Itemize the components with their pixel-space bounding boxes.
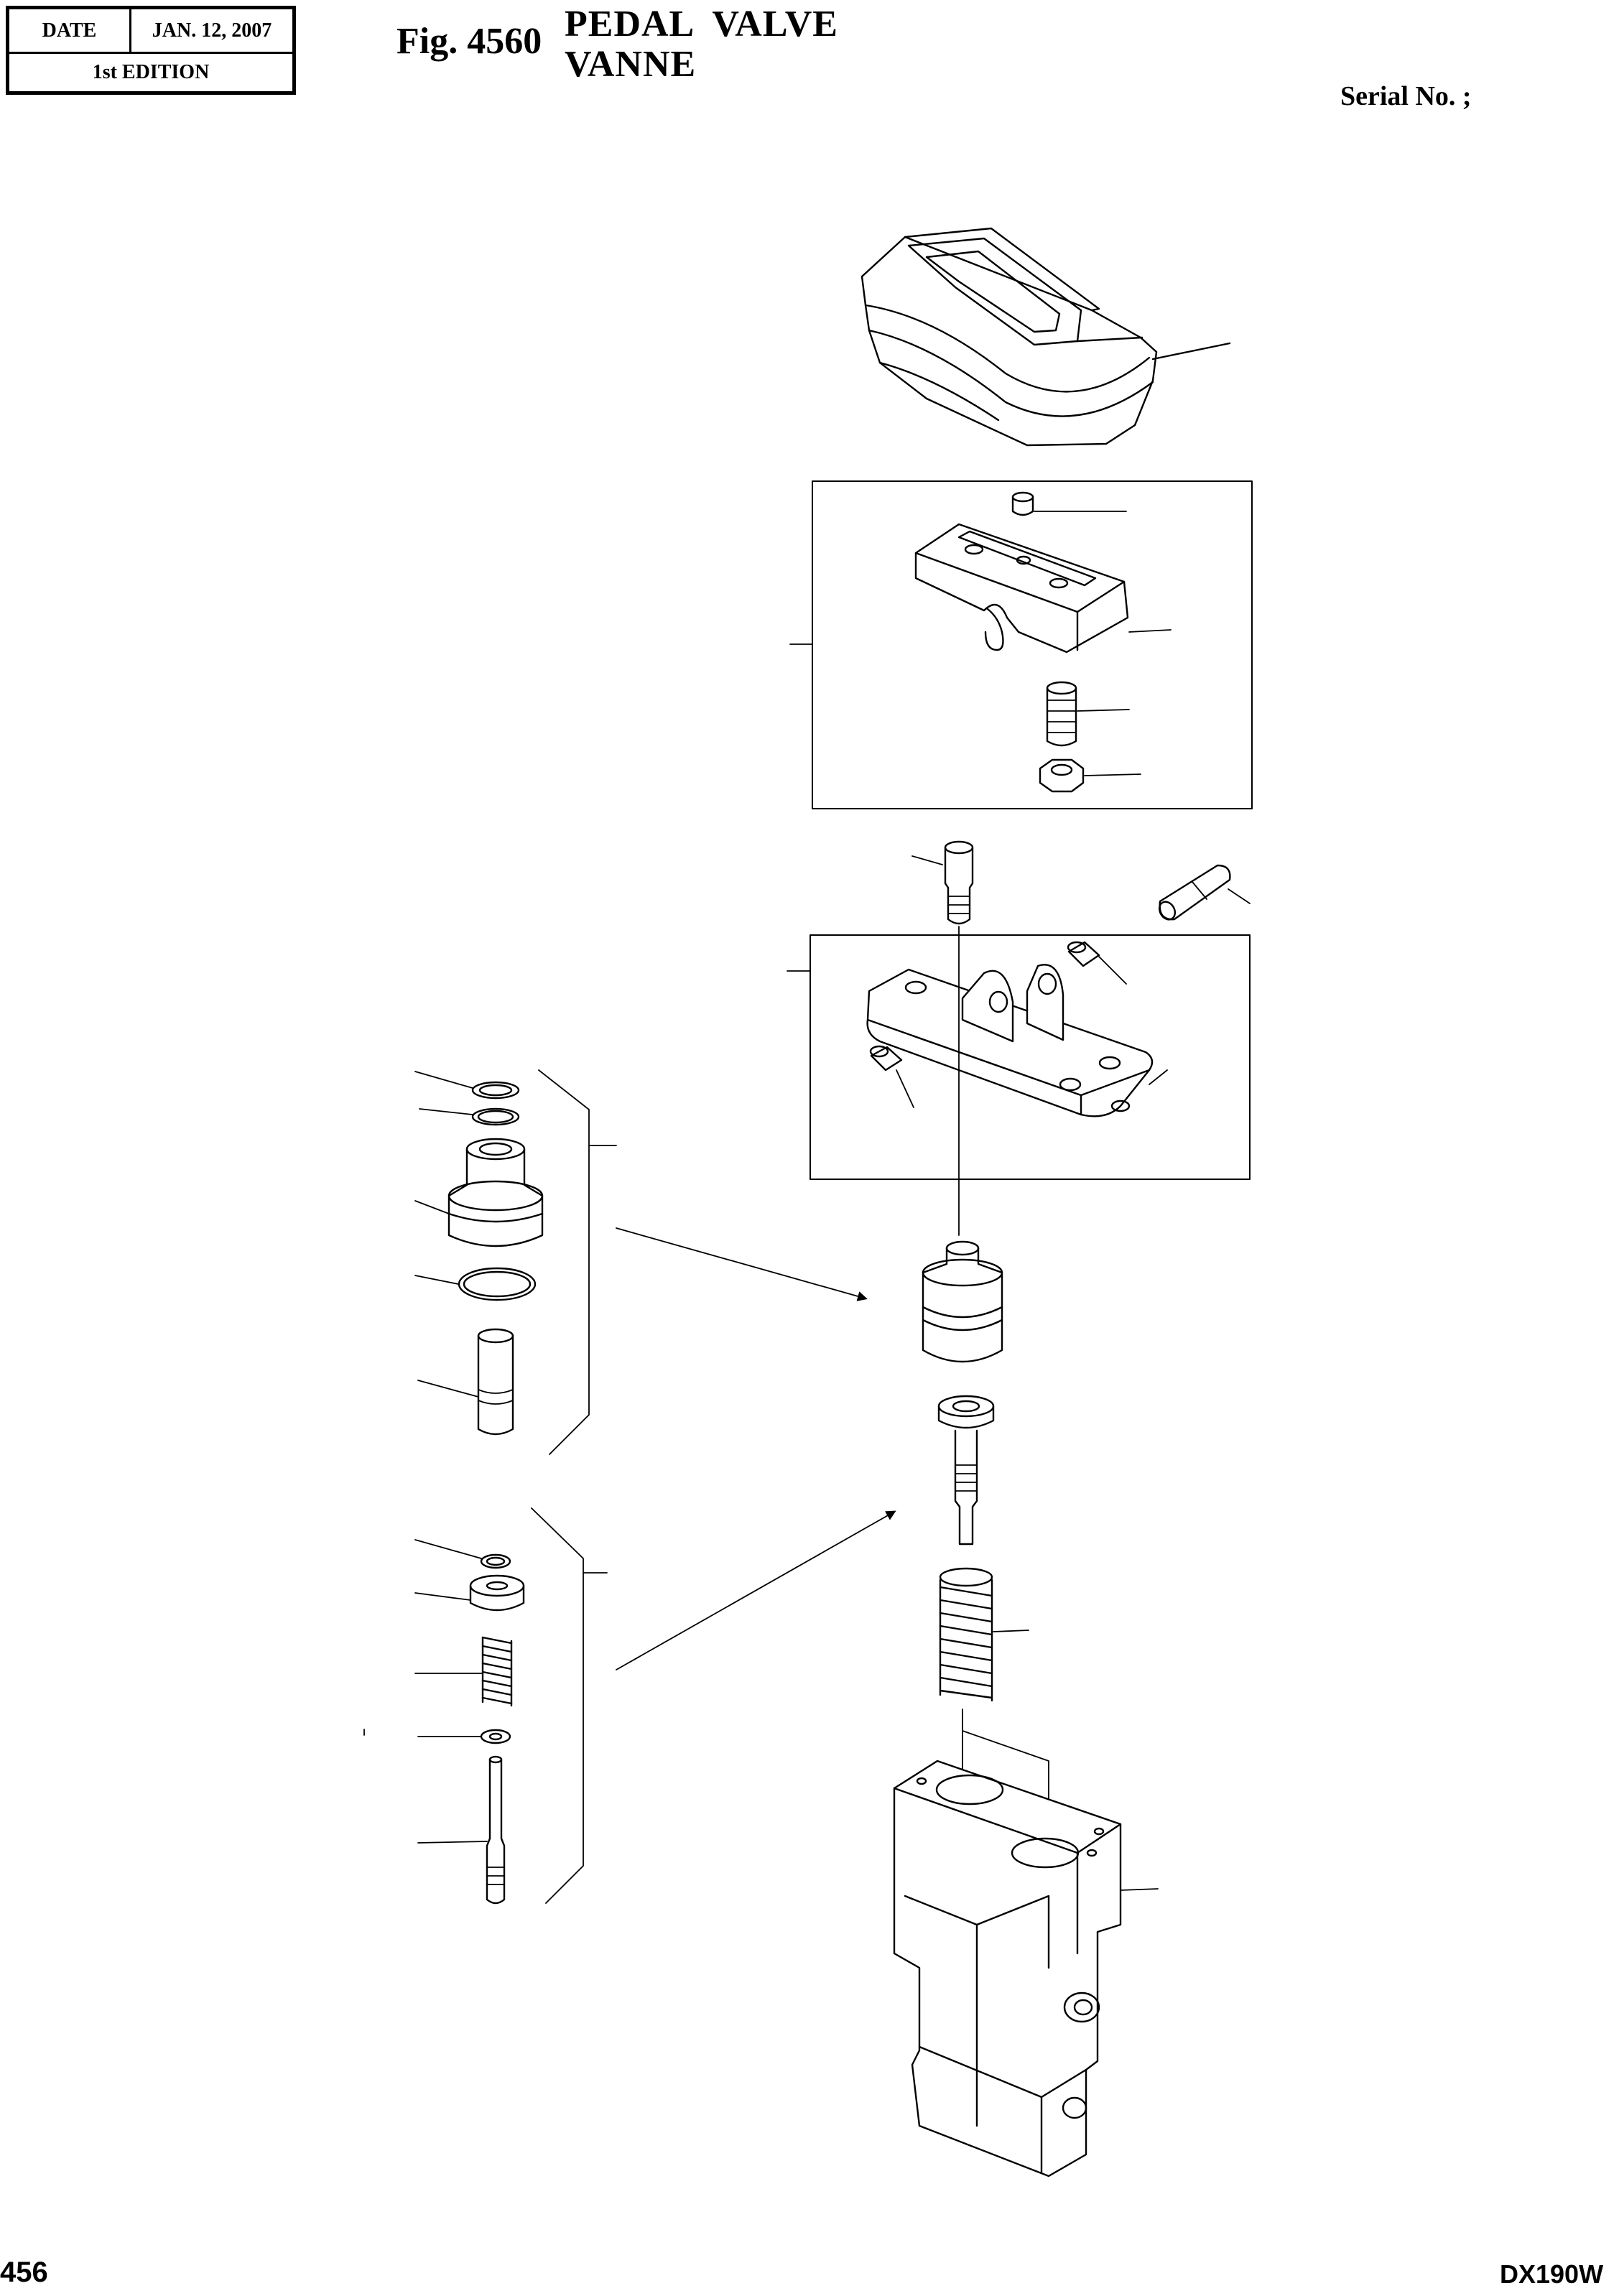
spring-seat (414, 1574, 525, 1612)
set-screw-top (1011, 491, 1127, 516)
o-ring (414, 1267, 537, 1301)
stamp-date-row: DATE JAN. 12, 2007 (9, 9, 292, 54)
plug-part (414, 1138, 544, 1247)
bushing-left (869, 1045, 914, 1108)
bushing-right (1067, 941, 1127, 985)
edition-stamp: DATE JAN. 12, 2007 1st EDITION (6, 6, 296, 95)
plug (922, 1240, 1003, 1363)
figure-number: Fig. 4560 (396, 21, 542, 62)
upper-subgroup-bracket (538, 1069, 590, 1455)
cam-plate-group-frame (812, 480, 1253, 809)
washer (363, 1729, 511, 1744)
bellows-boot (860, 227, 1231, 447)
socket-bolt (911, 840, 974, 925)
spool (417, 1755, 506, 1905)
spool-assembly (937, 1395, 995, 1546)
lower-subgroup-bracket (531, 1507, 584, 1904)
main-spring (939, 1567, 1029, 1702)
hex-nut (1039, 758, 1141, 793)
pedal-bracket (866, 964, 1168, 1117)
pin (1158, 864, 1251, 921)
pedal-cam-plate (914, 523, 1172, 654)
edition-label: 1st EDITION (92, 61, 210, 83)
seal-ring (414, 1071, 520, 1100)
bracket-group-frame (810, 934, 1251, 1180)
snap-ring (414, 1539, 511, 1569)
push-rod (417, 1328, 514, 1436)
page-subtitle: VANNE (565, 44, 697, 85)
date-label: DATE (9, 9, 131, 52)
model-code: DX190W (1500, 2259, 1604, 2289)
upper-subgroup-arrow (616, 1227, 868, 1301)
date-value: JAN. 12, 2007 (152, 19, 272, 42)
valve-body (893, 1760, 1159, 2178)
page-title: PEDAL VALVE (565, 4, 838, 45)
page-number: 456 (0, 2257, 48, 2288)
backup-ring (419, 1107, 520, 1126)
return-spring (414, 1636, 513, 1707)
lower-subgroup-arrow (616, 1510, 896, 1670)
adjust-screw (1046, 681, 1130, 747)
serial-number-label: Serial No. ; (1340, 81, 1472, 111)
